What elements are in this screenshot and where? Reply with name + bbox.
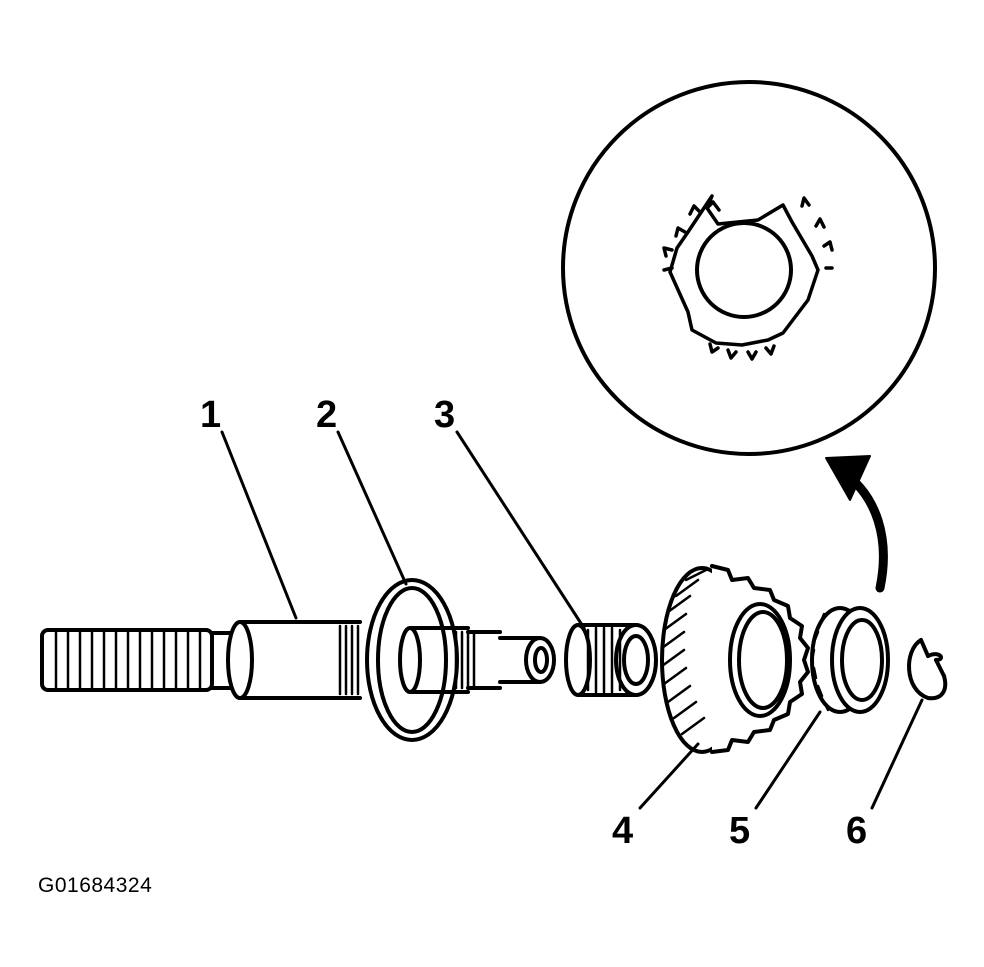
leader-lines (220, 430, 924, 810)
callout-4: 4 (612, 810, 634, 852)
callout-1: 1 (200, 394, 222, 436)
synchronizer-ring (810, 606, 890, 714)
input-shaft (40, 620, 362, 700)
snap-ring (907, 638, 948, 701)
callout-5: 5 (729, 810, 751, 852)
figure-code: G01684324 (38, 874, 153, 897)
curved-arrow (825, 455, 888, 593)
callout-2: 2 (316, 394, 338, 436)
inset-bore (695, 221, 793, 319)
detail-inset (561, 80, 937, 456)
callout-6: 6 (846, 810, 868, 852)
callout-3: 3 (434, 394, 456, 436)
shaft-flange (365, 578, 556, 742)
helical-gear (660, 564, 810, 754)
inset-lock-ring (662, 194, 834, 361)
needle-bearing (564, 623, 658, 697)
